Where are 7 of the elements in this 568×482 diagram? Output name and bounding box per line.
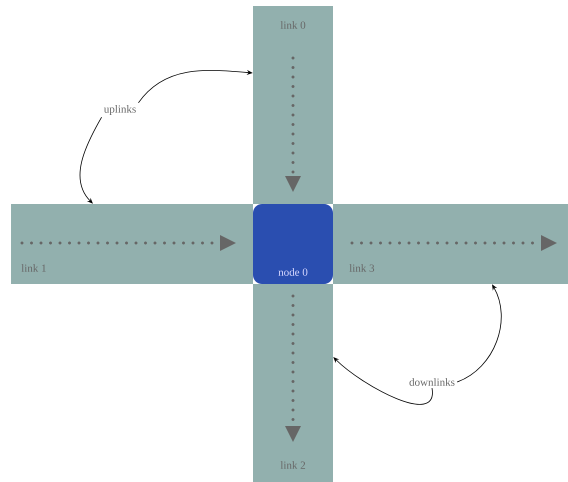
link-band: link 2 bbox=[253, 284, 333, 482]
node-box: node 0 bbox=[253, 204, 333, 284]
link-band: link 3 bbox=[333, 204, 568, 284]
leader-text: downlinks bbox=[409, 378, 454, 386]
link-band: link 0 bbox=[253, 6, 333, 204]
link-band: link 1 bbox=[11, 204, 253, 284]
leader-text: uplinks bbox=[104, 105, 136, 115]
